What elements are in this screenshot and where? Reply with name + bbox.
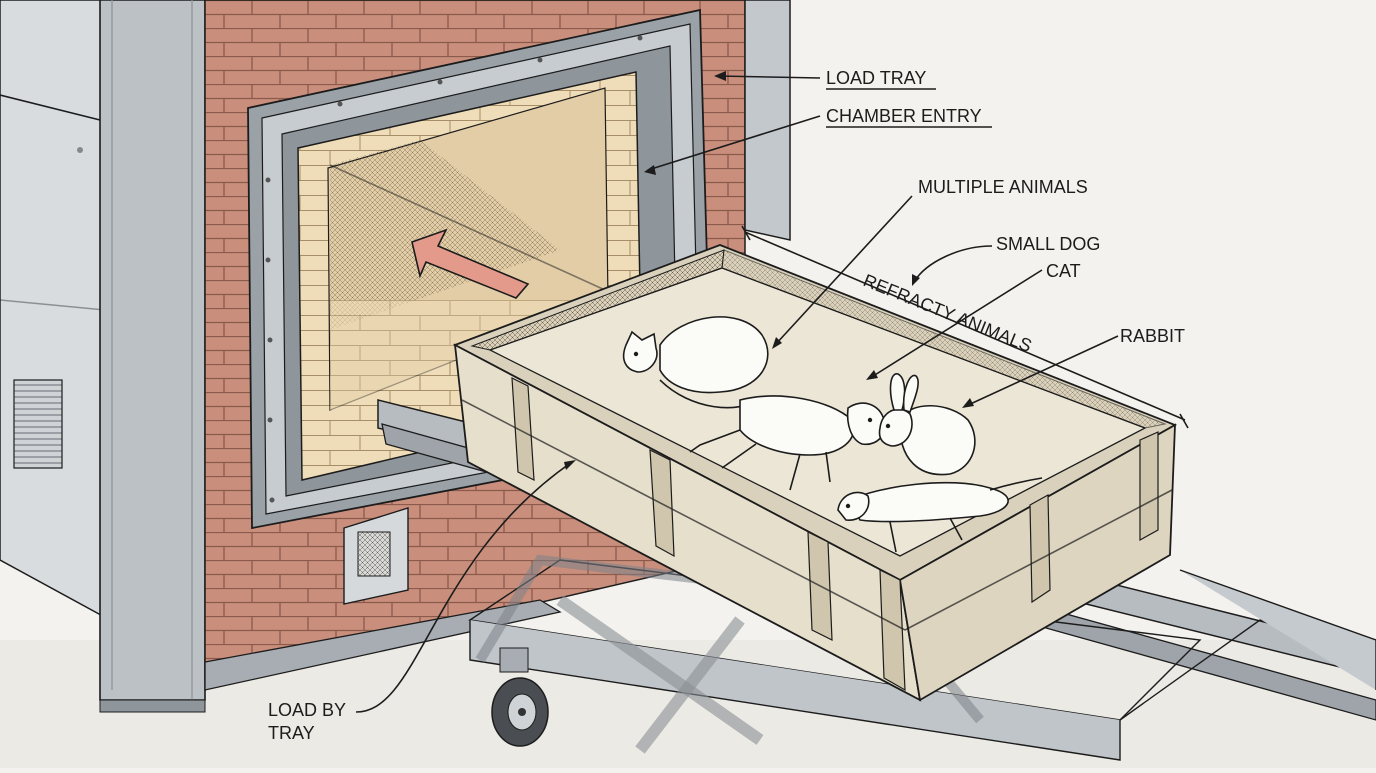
label-chamber-entry: CHAMBER ENTRY — [826, 106, 982, 126]
label-multiple-animals: MULTIPLE ANIMALS — [918, 177, 1088, 197]
dimension-line — [741, 225, 1189, 429]
label-rabbit: RABBIT — [1120, 326, 1185, 346]
animals-group — [622, 316, 1043, 553]
frame-rivets — [265, 35, 643, 503]
rabbit-figure — [878, 373, 976, 476]
cat-figure — [622, 316, 769, 409]
label-small-dog: SMALL DOG — [996, 234, 1100, 254]
label-cat: CAT — [1046, 261, 1081, 281]
small-dog-figure — [689, 395, 886, 491]
ferret-figure — [837, 477, 1043, 553]
vent-louver — [13, 379, 63, 469]
label-load-by-line2: TRAY — [268, 723, 315, 743]
caster-wheel-icon — [491, 647, 549, 747]
cabinet-side-panel — [0, 0, 111, 622]
right-steel-column — [744, 0, 791, 241]
front-steel-column — [99, 0, 206, 713]
leader-lines — [355, 71, 1119, 713]
arrow-into-chamber-icon — [411, 228, 530, 299]
label-load-by-line1: LOAD BY — [268, 700, 346, 720]
lower-vent — [343, 507, 409, 605]
rivet — [77, 147, 83, 153]
label-load-tray: LOAD TRAY — [826, 68, 926, 88]
